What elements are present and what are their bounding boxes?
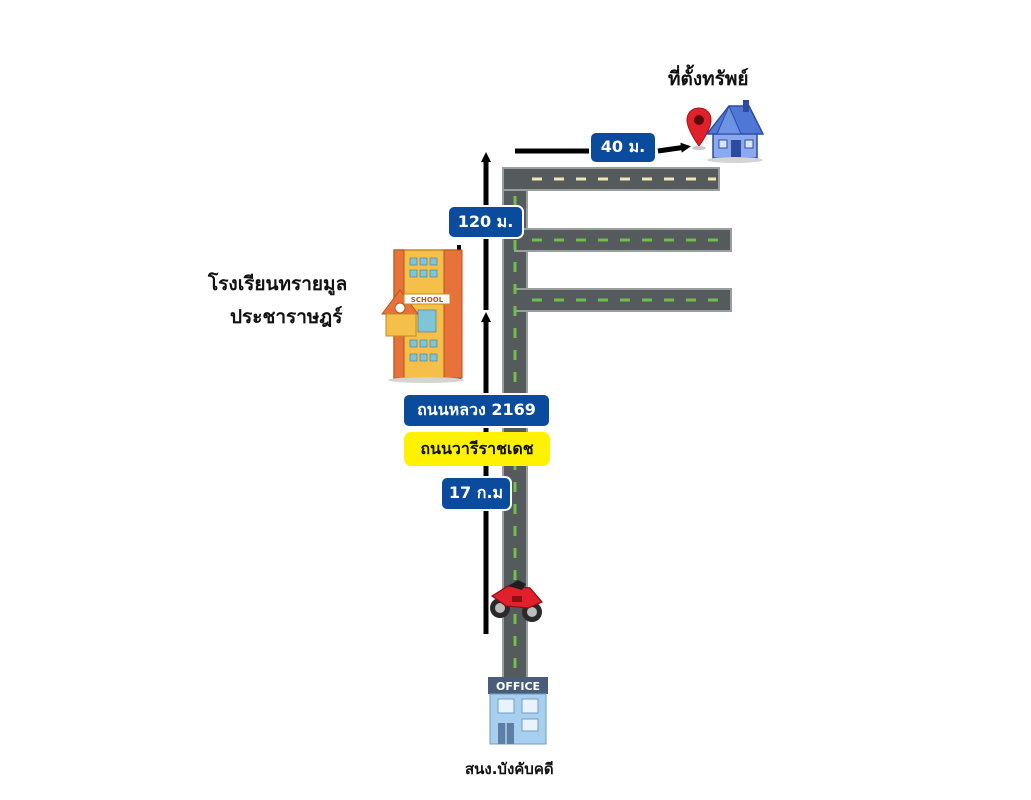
motorcycle-icon — [490, 580, 543, 622]
school-label-line2: ประชาราษฎร์ — [230, 306, 343, 328]
map-pin-icon — [686, 107, 712, 150]
highway-badge: ถนนหลวง 2169 — [402, 393, 551, 428]
road-network — [502, 167, 732, 679]
arrow-40m — [657, 142, 691, 154]
office-sign-text: OFFICE — [496, 680, 540, 693]
property-label: ที่ตั้งทรัพย์ — [668, 68, 749, 90]
office-building-icon: OFFICE — [488, 677, 548, 745]
distance-17km-badge: 17 ก.ม — [440, 476, 512, 511]
distance-120m-badge: 120 ม. — [447, 205, 524, 239]
distance-40m-badge: 40 ม. — [589, 131, 657, 164]
office-label: สนง.บังคับคดี — [465, 760, 554, 778]
branch-road-1 — [502, 167, 720, 191]
school-sign-text: SCHOOL — [411, 296, 444, 304]
house-icon — [705, 100, 765, 163]
school-building-icon: SCHOOL — [381, 249, 464, 383]
school-label-line1: โรงเรียนทรายมูล — [208, 273, 348, 295]
road-name-badge: ถนนวารีราชเดช — [404, 432, 550, 466]
